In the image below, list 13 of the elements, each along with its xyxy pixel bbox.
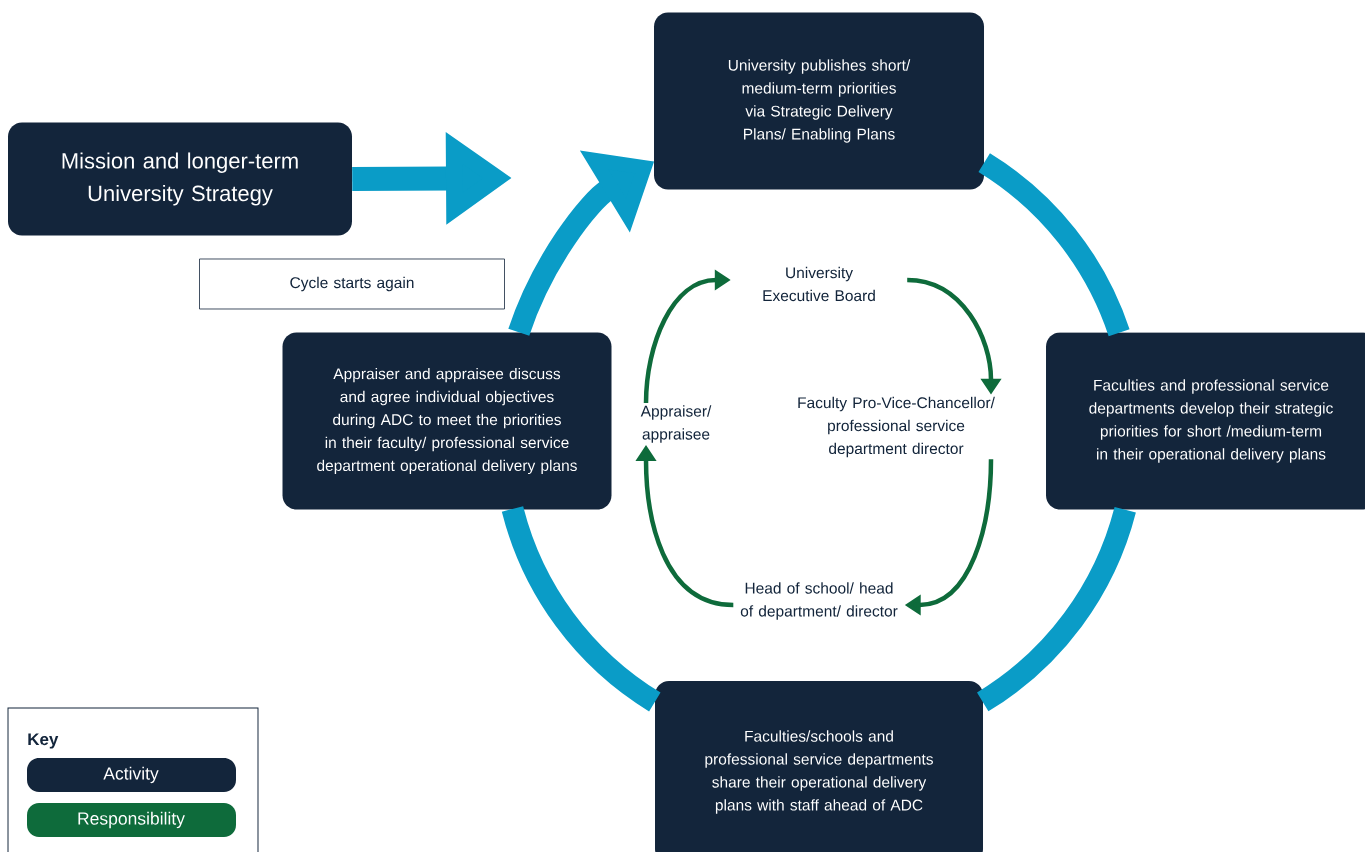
activity-box: Mission and longer-term University Strategy bbox=[8, 122, 352, 236]
note-box: Cycle starts again bbox=[199, 258, 505, 310]
activity-box: Appraiser and appraisee discuss and agree individual objectives during ADC to meet the priorities in their faculty/ professional service department operational delivery plans bbox=[282, 332, 612, 510]
responsibility-text: Faculty Pro-Vice-Chancellor/ professional service department director bbox=[798, 396, 995, 458]
legend-label: Activity bbox=[103, 766, 159, 784]
activity-box: University publishes short/ medium-term priorities via Strategic Delivery Plans/ Enabling Plans bbox=[654, 12, 984, 190]
responsibility-text: Appraiser/ appraisee bbox=[640, 405, 712, 443]
activity-box: Faculties and professional service departments develop their strategic priorities for short /medium-term in their operational delivery plans bbox=[1046, 332, 1365, 510]
legend-title: Key bbox=[28, 733, 59, 749]
activity-box: Faculties/schools and professional service departments share their operational delivery plans with staff ahead of ADC bbox=[655, 681, 983, 852]
responsibility-text: Head of school/ head of department/ director bbox=[740, 582, 898, 620]
legend-label: Responsibility bbox=[78, 811, 185, 829]
responsibility-text: University Executive Board bbox=[763, 266, 875, 302]
